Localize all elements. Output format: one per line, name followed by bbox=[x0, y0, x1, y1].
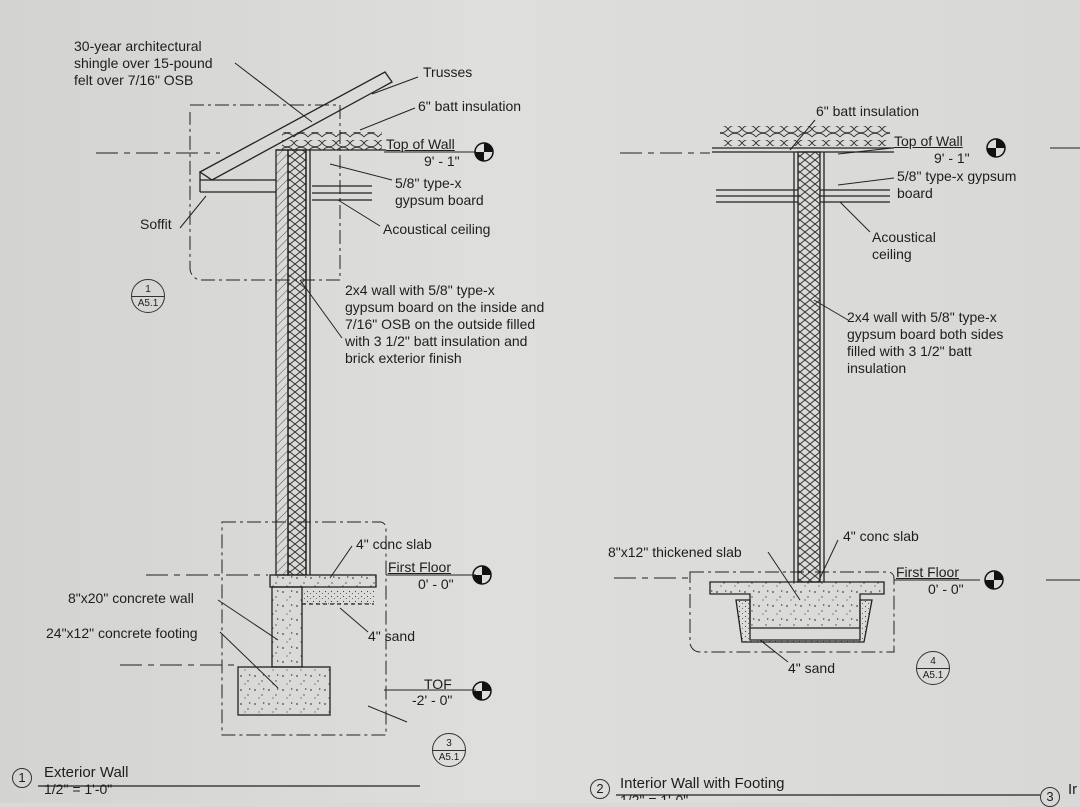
detail-scale: 1/2" = 1'-0" bbox=[620, 792, 689, 800]
top-of-wall-elevation: 9' - 1" bbox=[934, 150, 970, 166]
callout-number: 1 bbox=[132, 283, 164, 297]
detail-scale: 1/2" = 1'-0" bbox=[44, 781, 113, 797]
elevation-target-icon bbox=[984, 570, 1004, 590]
tof-label: TOF bbox=[424, 676, 452, 692]
top-of-wall-label: Top of Wall bbox=[894, 133, 963, 149]
trusses-label: Trusses bbox=[423, 64, 473, 80]
interior-wall-section bbox=[614, 119, 1080, 796]
first-floor-label: First Floor bbox=[388, 559, 451, 575]
batt-insulation-label: 6" batt insulation bbox=[418, 98, 522, 114]
callout-number: 4 bbox=[917, 655, 949, 669]
detail-title-text: Ir bbox=[1068, 781, 1078, 798]
exterior-wall-section bbox=[38, 62, 476, 787]
callout-sheet: A5.1 bbox=[137, 298, 159, 309]
callout-sheet: A5.1 bbox=[922, 670, 944, 681]
sand-label: 4" sand bbox=[788, 660, 836, 676]
detail-number: 1 bbox=[12, 768, 32, 788]
first-floor-elevation: 0' - 0" bbox=[928, 581, 964, 597]
detail-title: Exterior Wall 1/2" = 1'-0" bbox=[44, 764, 128, 798]
exterior-wall-note: 2x4 wall with 5/8" type-x gypsum board o… bbox=[345, 282, 545, 366]
sand-label: 4" sand bbox=[368, 628, 416, 644]
detail-number: 3 bbox=[1040, 787, 1060, 807]
concrete-footing-label: 24"x12" concrete footing bbox=[46, 625, 198, 641]
callout-sheet: A5.1 bbox=[438, 752, 460, 763]
detail-title: Interior Wall with Footing 1/2" = 1'-0" bbox=[620, 775, 785, 800]
top-of-wall-elevation: 9' - 1" bbox=[424, 153, 460, 169]
elevation-target-icon bbox=[986, 138, 1006, 158]
interior-wall-note: 2x4 wall with 5/8" type-x gypsum board b… bbox=[847, 309, 1004, 376]
soffit-label: Soffit bbox=[140, 216, 172, 232]
concrete-wall-label: 8"x20" concrete wall bbox=[68, 590, 194, 606]
first-floor-label: First Floor bbox=[896, 564, 959, 580]
thickened-slab-label: 8"x12" thickened slab bbox=[608, 544, 742, 560]
tof-elevation: -2' - 0" bbox=[412, 692, 453, 708]
section-callout-bubble: 1 A5.1 bbox=[131, 279, 165, 313]
elevation-target-icon bbox=[472, 565, 492, 585]
conc-slab-label: 4" conc slab bbox=[356, 536, 432, 552]
acoustical-ceiling-label: Acoustical ceiling bbox=[872, 229, 936, 262]
top-of-wall-label: Top of Wall bbox=[386, 136, 455, 152]
gypsum-board-label: 5/8" type-x gypsum board bbox=[395, 175, 484, 208]
batt-insulation-label: 6" batt insulation bbox=[816, 103, 920, 119]
gypsum-board-label: 5/8" type-x gypsum board bbox=[897, 168, 1017, 201]
section-callout-bubble: 4 A5.1 bbox=[916, 651, 950, 685]
detail-number: 2 bbox=[590, 779, 610, 799]
first-floor-elevation: 0' - 0" bbox=[418, 576, 454, 592]
shingle-note: 30-year architectural shingle over 15-po… bbox=[74, 38, 213, 88]
section-callout-bubble: 3 A5.1 bbox=[432, 733, 466, 767]
elevation-target-icon bbox=[472, 681, 492, 701]
callout-number: 3 bbox=[433, 737, 465, 751]
conc-slab-label: 4" conc slab bbox=[843, 528, 919, 544]
acoustical-ceiling-label: Acoustical ceiling bbox=[383, 221, 491, 237]
detail-title-text: Interior Wall with Footing bbox=[620, 775, 785, 792]
elevation-target-icon bbox=[474, 142, 494, 162]
detail-title-text: Exterior Wall bbox=[44, 764, 129, 781]
